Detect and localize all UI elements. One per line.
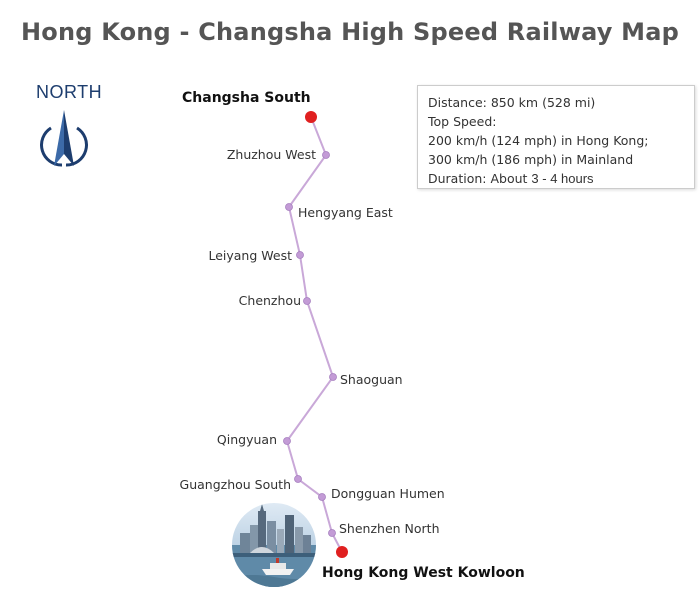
station-marker-chenzhou: [303, 297, 311, 305]
top-speed-heading: Top Speed:: [428, 114, 497, 129]
duration-text: Duration: About 3 - 4 hours: [428, 169, 684, 188]
station-marker-changsha-south: [305, 111, 317, 123]
station-label-shenzhen-north: Shenzhen North: [339, 521, 440, 536]
station-markers: [283, 111, 348, 558]
station-marker-shenzhen-north: [328, 529, 336, 537]
station-label-changsha-south: Changsha South: [182, 90, 311, 106]
station-marker-hong-kong-west-kowloon: [336, 546, 348, 558]
station-marker-shaoguan: [329, 373, 337, 381]
speed-mainland-text: 300 km/h (186 mph) in Mainland: [428, 152, 634, 167]
station-marker-leiyang-west: [296, 251, 304, 259]
station-label-dongguan-humen: Dongguan Humen: [331, 486, 445, 501]
station-label-leiyang-west: Leiyang West: [208, 248, 292, 263]
station-label-shaoguan: Shaoguan: [340, 372, 403, 387]
distance-text: Distance: 850 km (528 mi): [428, 95, 596, 110]
station-label-hong-kong-west-kowloon: Hong Kong West Kowloon: [322, 565, 525, 581]
map-title: Hong Kong - Changsha High Speed Railway …: [21, 18, 679, 46]
duration-prefix: Duration: About: [428, 171, 532, 186]
station-label-hengyang-east: Hengyang East: [298, 205, 393, 220]
north-arrow-icon: [40, 110, 88, 167]
station-marker-qingyuan: [283, 437, 291, 445]
station-label-chenzhou: Chenzhou: [239, 293, 301, 308]
station-marker-guangzhou-south: [294, 475, 302, 483]
speed-hong-kong-text: 200 km/h (124 mph) in Hong Kong;: [428, 133, 649, 148]
hong-kong-skyline-icon: [232, 503, 316, 587]
station-label-qingyuan: Qingyuan: [217, 432, 277, 447]
station-marker-zhuzhou-west: [322, 151, 330, 159]
station-marker-dongguan-humen: [318, 493, 326, 501]
north-label: NORTH: [36, 82, 103, 102]
station-label-guangzhou-south: Guangzhou South: [180, 477, 291, 492]
station-marker-hengyang-east: [285, 203, 293, 211]
station-label-zhuzhou-west: Zhuzhou West: [227, 147, 316, 162]
duration-hours: 3 - 4 hours: [531, 171, 594, 186]
route-info-box: Distance: 850 km (528 mi) Top Speed: 200…: [417, 85, 695, 189]
